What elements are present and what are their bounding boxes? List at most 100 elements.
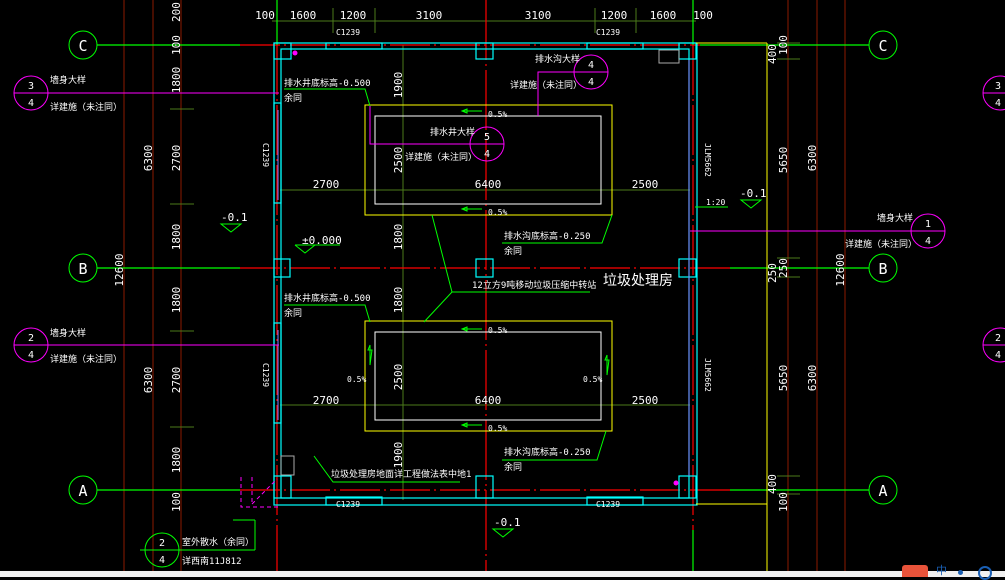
door-tag: JLM5662 (703, 143, 712, 177)
dim-text: 1600 (290, 9, 317, 22)
axis-bubble-B-left[interactable]: B (68, 253, 98, 283)
slope-ratio: 1:20 (706, 198, 725, 207)
sump-box (280, 455, 295, 476)
slope-labels: 0.5% 0.5% 0.5% 0.5% 0.5% 0.5% 1:20 (347, 110, 725, 433)
dim-text: 1900 (392, 442, 405, 469)
axis-label: B (78, 260, 87, 278)
annotations: 排水井底标高-0.500 余同 排水井底标高-0.500 余同 排水沟底标高-0… (50, 53, 917, 567)
dim-text: 1800 (392, 224, 405, 251)
horizontal-dimensions: 2700 6400 2500 2700 6400 2500 (313, 178, 659, 407)
note: 墙身大样 (50, 327, 86, 339)
bubble-bottom: 4 (995, 350, 1001, 361)
dim-text: 2700 (313, 178, 340, 191)
left-dimensions: 6300 6300 12600 200 100 1800 2700 1800 1… (113, 2, 183, 512)
dim-text: 5650 (777, 365, 790, 392)
elevation-text: -0.1 (221, 211, 248, 224)
bubble-bottom: 4 (995, 98, 1001, 109)
dim-text: 6400 (475, 394, 502, 407)
note: 余同 (504, 461, 522, 473)
detail-bubble[interactable]: 24 (144, 532, 180, 568)
dim-text: 400 (766, 44, 779, 64)
axis-label: A (878, 482, 887, 500)
dim-text: 2500 (632, 394, 659, 407)
slope-text: 0.5% (347, 375, 366, 384)
dim-text: 1800 (170, 287, 183, 314)
bubble-top: 3 (995, 81, 1001, 92)
detail-bubble[interactable]: 44 (573, 54, 609, 90)
note: 余同 (284, 307, 302, 319)
dim-text: 6300 (142, 145, 155, 172)
dim-text: 6300 (806, 145, 819, 172)
ime-emoji-icon[interactable] (978, 566, 992, 580)
bubble-bottom: 4 (925, 236, 931, 247)
window-tag: C1239 (261, 363, 270, 387)
elevation-text: -0.1 (740, 187, 767, 200)
bubble-bottom: 4 (28, 350, 34, 361)
dim-text: 3100 (416, 9, 443, 22)
bubble-bottom: 4 (159, 555, 165, 566)
dim-text: 1200 (601, 9, 628, 22)
detail-bubble[interactable]: 54 (469, 126, 505, 162)
dim-text: 2700 (170, 367, 183, 394)
dim-text: 100 (255, 9, 275, 22)
dim-text: 2700 (170, 145, 183, 172)
axis-label: B (878, 260, 887, 278)
dim-text: 1800 (170, 447, 183, 474)
dim-text: 1900 (392, 72, 405, 99)
window-tag: C1239 (596, 28, 620, 37)
pin-dot (292, 50, 298, 56)
detail-bubble[interactable]: 24 (982, 327, 1005, 363)
dim-text: 5650 (777, 147, 790, 174)
note: 排水井大样 (430, 126, 475, 138)
dim-text: 250 (777, 258, 790, 278)
note: 排水沟底标高-0.250 (504, 230, 591, 242)
note: 室外散水（余同） (182, 536, 254, 548)
ime-logo-icon[interactable] (902, 565, 928, 577)
taskbar (0, 571, 1005, 577)
window-tag: C1239 (336, 28, 360, 37)
note: 详西南11J812 (182, 555, 242, 567)
detail-bubble[interactable]: 24 (13, 327, 49, 363)
slope-text: 0.5% (488, 110, 507, 119)
bubble-bottom: 4 (588, 77, 594, 88)
dim-text: 100 (170, 35, 183, 55)
dim-text: 12600 (834, 253, 847, 286)
dim-text: 1200 (340, 9, 367, 22)
note: 详建施（未注同） (50, 353, 122, 365)
bubble-bottom: 4 (484, 149, 490, 160)
sump-box (658, 49, 680, 64)
drainage-trench-upper (364, 104, 613, 216)
dim-text: 400 (766, 474, 779, 494)
door-tag: JLM5662 (703, 358, 712, 392)
slope-arrows (367, 108, 610, 428)
note: 详建施（未注同） (845, 238, 917, 250)
slope-text: 0.5% (488, 424, 507, 433)
bubble-bottom: 4 (28, 98, 34, 109)
note: 排水井底标高-0.500 (284, 292, 371, 304)
dim-text: 6300 (806, 365, 819, 392)
ime-language-indicator[interactable]: 中 (936, 564, 947, 577)
axis-bubble-A-right[interactable]: A (868, 475, 898, 505)
detail-bubble[interactable]: 34 (982, 75, 1005, 111)
dim-text: 100 (693, 9, 713, 22)
detail-bubble[interactable]: 34 (13, 75, 49, 111)
bubble-top: 5 (484, 132, 490, 143)
axis-bubble-A-left[interactable]: A (68, 475, 98, 505)
note: 排水井底标高-0.500 (284, 77, 371, 89)
slope-text: 0.5% (488, 326, 507, 335)
right-dimensions: 400 100 5650 6300 250 250 12600 5650 630… (766, 35, 847, 512)
detail-bubble[interactable]: 14 (910, 213, 946, 249)
elevation-text: -0.1 (494, 516, 521, 529)
note: 排水沟大样 (535, 53, 580, 65)
note: 余同 (504, 245, 522, 257)
detail-leaders (48, 71, 911, 508)
axis-bubble-B-right[interactable]: B (868, 253, 898, 283)
floor-note: 垃圾处理房地面详工程做法表中地1 (331, 468, 471, 480)
axis-bubble-C-right[interactable]: C (868, 30, 898, 60)
dim-text: 2500 (632, 178, 659, 191)
ime-punctuation-icon[interactable] (958, 570, 963, 575)
note: 排水沟底标高-0.250 (504, 446, 591, 458)
note: 详建施（未注同） (405, 151, 477, 163)
axis-bubble-C-left[interactable]: C (68, 30, 98, 60)
